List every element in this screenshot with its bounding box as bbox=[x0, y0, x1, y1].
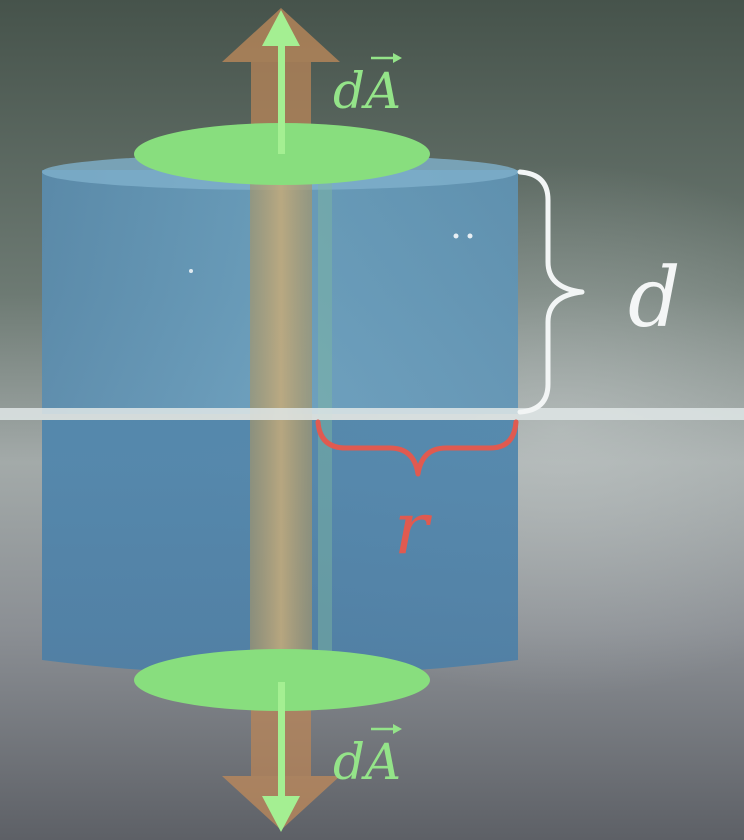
area-a-text: A bbox=[365, 62, 402, 120]
radius-label: r bbox=[394, 486, 429, 570]
radius-brace bbox=[315, 419, 519, 477]
differential-d-text: d bbox=[333, 62, 366, 120]
distance-label: d bbox=[628, 251, 681, 346]
field-line-beam bbox=[250, 178, 312, 678]
vector-arrow-icon bbox=[371, 724, 403, 734]
area-a-text: A bbox=[365, 733, 402, 791]
charged-plane-edge bbox=[0, 408, 744, 420]
bottom-area-vector-label: dA bbox=[333, 724, 403, 787]
top-area-vector-arrow bbox=[262, 10, 300, 154]
bottom-area-vector-arrow bbox=[262, 682, 300, 832]
distance-brace bbox=[517, 169, 585, 415]
top-area-vector-label: dA bbox=[333, 53, 403, 116]
differential-d-text: d bbox=[333, 733, 366, 791]
vector-arrow-icon bbox=[371, 53, 403, 63]
bottom-cap-surface bbox=[134, 649, 430, 711]
